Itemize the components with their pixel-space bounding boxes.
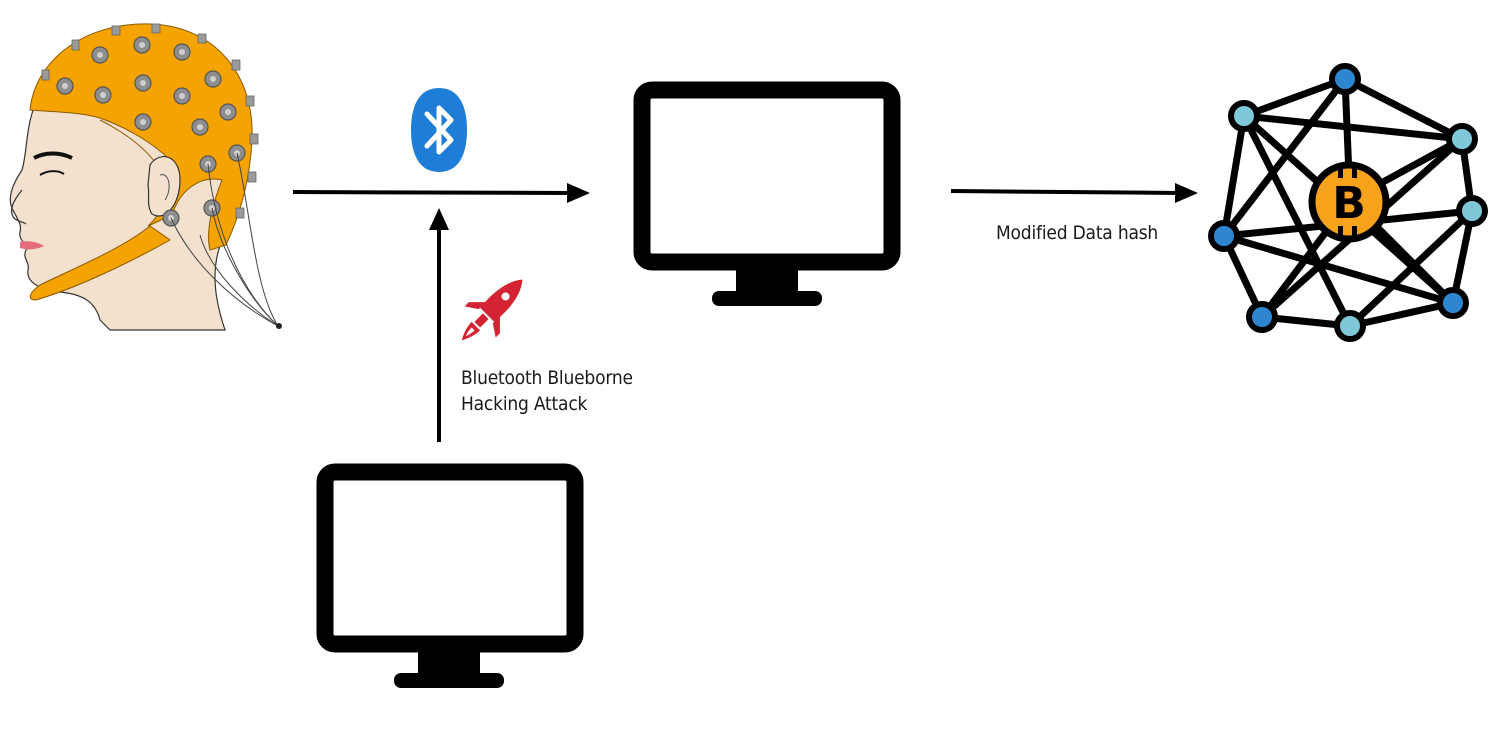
arrow-bluetooth-link <box>292 183 590 203</box>
node <box>1246 301 1278 333</box>
rocket-icon <box>461 279 523 341</box>
arrow-attack <box>429 208 449 442</box>
arrow-to-blockchain <box>950 183 1198 203</box>
node <box>1437 287 1469 319</box>
node <box>1228 100 1260 132</box>
electrode-cables <box>170 152 279 327</box>
blockchain-network-icon: B <box>1208 63 1488 342</box>
attack-label-line1: Bluetooth Blueborne <box>461 367 633 389</box>
eeg-headset-icon <box>9 23 282 331</box>
bitcoin-icon: B <box>1308 161 1390 243</box>
attack-label-line2: Hacking Attack <box>461 393 588 415</box>
attack-label: Bluetooth Blueborne Hacking Attack <box>461 365 633 417</box>
monitor-icon <box>633 81 901 306</box>
node <box>1329 63 1361 95</box>
modified-data-hash-label: Modified Data hash <box>996 222 1159 244</box>
attacker-monitor-icon <box>316 463 584 688</box>
bluetooth-icon <box>411 88 467 172</box>
node <box>1446 123 1478 155</box>
node <box>1456 195 1488 227</box>
node <box>1208 220 1240 252</box>
svg-text:B: B <box>1332 178 1366 229</box>
node <box>1334 310 1366 342</box>
chin-strap <box>29 225 171 301</box>
